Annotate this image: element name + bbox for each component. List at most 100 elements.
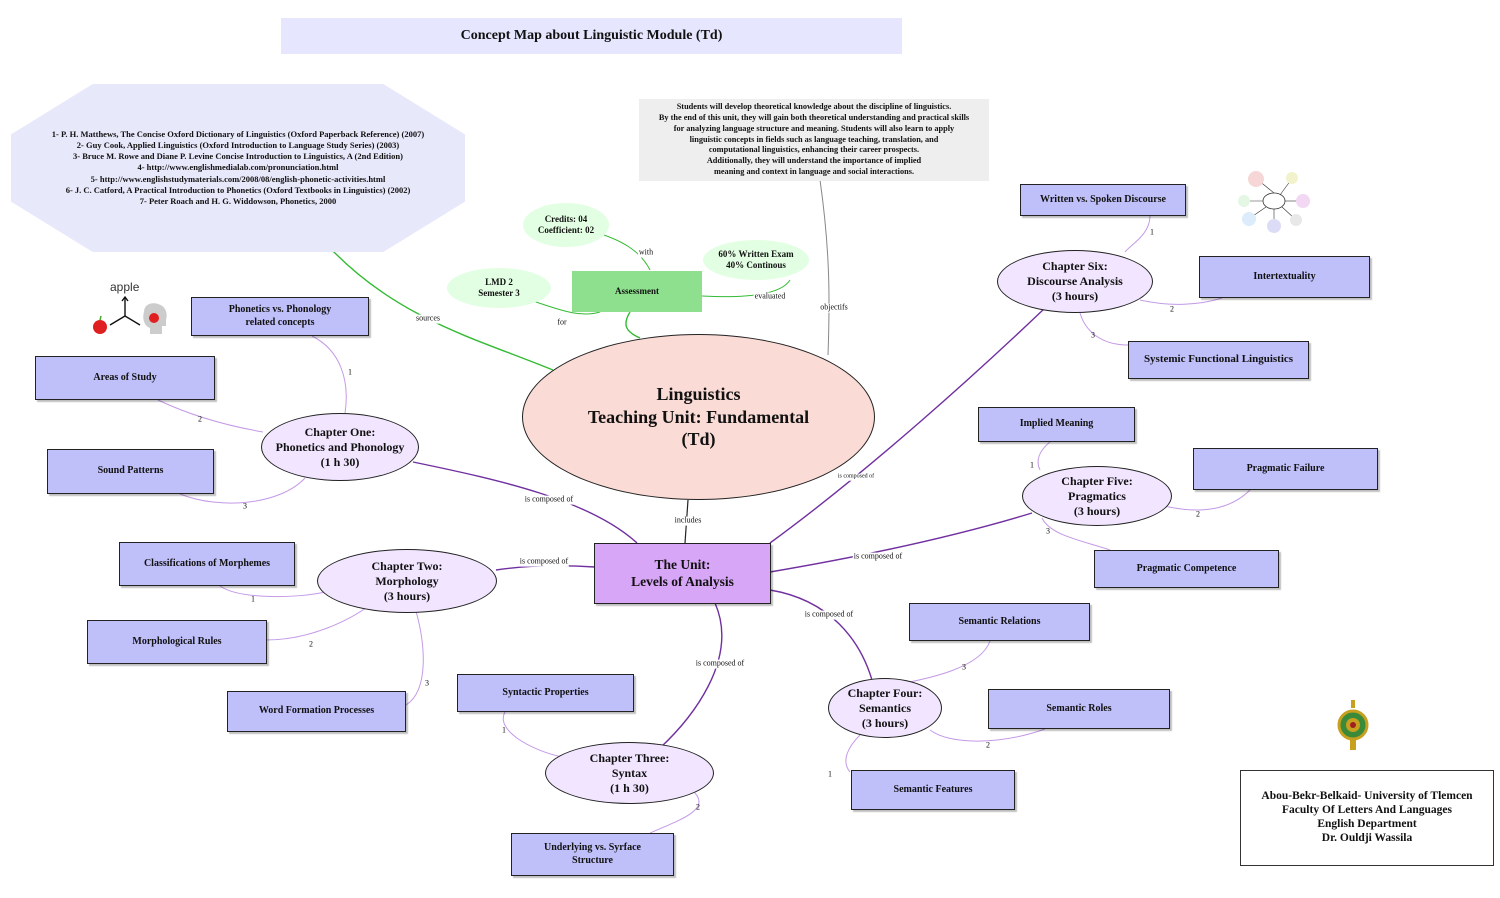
chapter-five-text: Chapter Five: Pragmatics (3 hours)	[1061, 473, 1133, 518]
label-composed-ch4: is composed of	[803, 609, 855, 620]
label-composed-ch1: is composed of	[523, 494, 575, 505]
num-label: 2	[309, 639, 313, 649]
label-includes: includes	[673, 515, 703, 526]
lmd-ellipse[interactable]: LMD 2 Semester 3	[447, 268, 551, 308]
topic-text: Underlying vs. Syrface Structure	[544, 842, 641, 866]
num-label: 2	[986, 740, 990, 750]
objectives-box: Students will develop theoretical knowle…	[639, 99, 989, 181]
topic-word-formation[interactable]: Word Formation Processes	[227, 691, 406, 732]
topic-text: Systemic Functional Linguistics	[1143, 353, 1294, 366]
head-icon	[143, 303, 167, 334]
exam-text: 60% Written Exam 40% Continous	[718, 248, 794, 270]
lmd-text: LMD 2 Semester 3	[478, 276, 520, 298]
discourse-analysis-thumbnail	[1238, 171, 1310, 233]
page-title: Concept Map about Linguistic Module (Td)	[281, 18, 902, 54]
label-sources: sources	[415, 313, 441, 324]
topic-text: Classifications of Morphemes	[143, 557, 271, 569]
num-label: 3	[1091, 330, 1095, 340]
topic-text: Written vs. Spoken Discourse	[1040, 193, 1166, 205]
sources-list: 1- P. H. Matthews, The Concise Oxford Di…	[51, 129, 425, 206]
central-text: Linguistics Teaching Unit: Fundamental (…	[587, 384, 810, 450]
chapter-one-ellipse[interactable]: Chapter One: Phonetics and Phonology (1 …	[261, 413, 419, 481]
apple-word: apple	[110, 280, 140, 294]
central-linguistics-ellipse[interactable]: Linguistics Teaching Unit: Fundamental (…	[522, 334, 875, 500]
unit-text: The Unit: Levels of Analysis	[631, 556, 734, 589]
num-label: 1	[502, 725, 506, 735]
label-evaluated: evaluated	[753, 291, 787, 302]
objectives-text: Students will develop theoretical knowle…	[658, 102, 970, 176]
arrows-icon	[109, 295, 141, 326]
sources-octagon: 1- P. H. Matthews, The Concise Oxford Di…	[11, 84, 465, 252]
unit-levels-box[interactable]: The Unit: Levels of Analysis	[594, 543, 771, 604]
link-central-assessment	[625, 311, 641, 339]
university-info-box: Abou-Bekr-Belkaid- University of Tlemcen…	[1240, 770, 1494, 866]
topic-classifications-of-morphemes[interactable]: Classifications of Morphemes	[119, 542, 295, 586]
chapter-six-text: Chapter Six: Discourse Analysis (3 hours…	[1027, 259, 1123, 303]
topic-implied-meaning[interactable]: Implied Meaning	[978, 407, 1135, 442]
link-unit-ch3	[659, 602, 723, 749]
chapter-three-text: Chapter Three: Syntax (1 h 30)	[589, 750, 670, 795]
topic-text: Pragmatic Competence	[1136, 562, 1237, 574]
label-with: with	[637, 247, 655, 258]
topic-systemic-functional[interactable]: Systemic Functional Linguistics	[1128, 341, 1309, 379]
topic-intertextuality[interactable]: Intertextuality	[1199, 256, 1370, 298]
label-composed-ch6: is composed of	[836, 473, 876, 481]
num-label: 1	[1150, 227, 1154, 237]
link-objectifs	[819, 179, 830, 356]
num-label: 2	[696, 802, 700, 812]
chapter-five-ellipse[interactable]: Chapter Five: Pragmatics (3 hours)	[1022, 466, 1172, 526]
university-emblem-icon	[1337, 700, 1369, 750]
label-composed-ch5: is composed of	[852, 551, 904, 562]
topic-text: Implied Meaning	[1019, 418, 1094, 430]
chapter-two-text: Chapter Two: Morphology (3 hours)	[371, 558, 443, 603]
num-label: 1	[1030, 460, 1034, 470]
topic-text: Semantic Features	[893, 783, 973, 795]
topic-semantic-features[interactable]: Semantic Features	[851, 770, 1015, 810]
chapter-three-ellipse[interactable]: Chapter Three: Syntax (1 h 30)	[545, 742, 714, 804]
num-label: 2	[198, 414, 202, 424]
exam-ellipse[interactable]: 60% Written Exam 40% Continous	[703, 240, 809, 280]
label-objectifs: objectifs	[819, 302, 849, 313]
topic-phonetics-vs-phonology[interactable]: Phonetics vs. Phonology related concepts	[191, 297, 369, 336]
topic-text: Word Formation Processes	[258, 705, 375, 717]
topic-text: Semantic Roles	[1046, 702, 1112, 714]
topic-text: Semantic Relations	[958, 615, 1041, 627]
chapter-four-text: Chapter Four: Semantics (3 hours)	[847, 685, 923, 730]
chapter-six-ellipse[interactable]: Chapter Six: Discourse Analysis (3 hours…	[997, 250, 1153, 313]
topic-written-vs-spoken[interactable]: Written vs. Spoken Discourse	[1020, 184, 1186, 216]
topic-sound-patterns[interactable]: Sound Patterns	[47, 449, 214, 494]
topic-pragmatic-competence[interactable]: Pragmatic Competence	[1094, 550, 1279, 588]
num-label: 1	[348, 367, 352, 377]
chapter-four-ellipse[interactable]: Chapter Four: Semantics (3 hours)	[828, 678, 942, 738]
topic-text: Areas of Study	[93, 371, 157, 383]
link-unit-ch5	[769, 512, 1033, 573]
apple-icon	[93, 315, 107, 334]
topic-underlying-structure[interactable]: Underlying vs. Syrface Structure	[511, 833, 674, 876]
num-label: 1	[828, 769, 832, 779]
page-title-text: Concept Map about Linguistic Module (Td)	[460, 28, 723, 44]
topic-morphological-rules[interactable]: Morphological Rules	[87, 620, 267, 664]
chapter-two-ellipse[interactable]: Chapter Two: Morphology (3 hours)	[317, 549, 497, 613]
topic-pragmatic-failure[interactable]: Pragmatic Failure	[1193, 448, 1378, 490]
topic-semantic-relations[interactable]: Semantic Relations	[909, 603, 1090, 641]
credits-text: Credits: 04 Coefficient: 02	[537, 213, 595, 235]
topic-semantic-roles[interactable]: Semantic Roles	[988, 689, 1170, 729]
assessment-box[interactable]: Assessment	[572, 271, 702, 312]
credits-ellipse[interactable]: Credits: 04 Coefficient: 02	[523, 203, 609, 247]
topic-syntactic-properties[interactable]: Syntactic Properties	[457, 674, 634, 712]
label-composed-ch2: is composed of	[518, 556, 570, 567]
num-label: 3	[243, 501, 247, 511]
apple-cognition-illustration: apple	[86, 270, 172, 346]
topic-text: Phonetics vs. Phonology related concepts	[228, 304, 332, 328]
num-label: 2	[1196, 509, 1200, 519]
label-composed-ch3: is composed of	[694, 658, 746, 669]
num-label: 1	[251, 594, 255, 604]
assessment-text: Assessment	[615, 285, 659, 296]
topic-text: Morphological Rules	[132, 635, 222, 647]
num-label: 3	[962, 662, 966, 672]
topic-areas-of-study[interactable]: Areas of Study	[35, 356, 215, 400]
num-label: 3	[1046, 526, 1050, 536]
topic-text: Syntactic Properties	[502, 686, 589, 698]
num-label: 2	[1170, 304, 1174, 314]
topic-text: Intertextuality	[1253, 270, 1316, 282]
